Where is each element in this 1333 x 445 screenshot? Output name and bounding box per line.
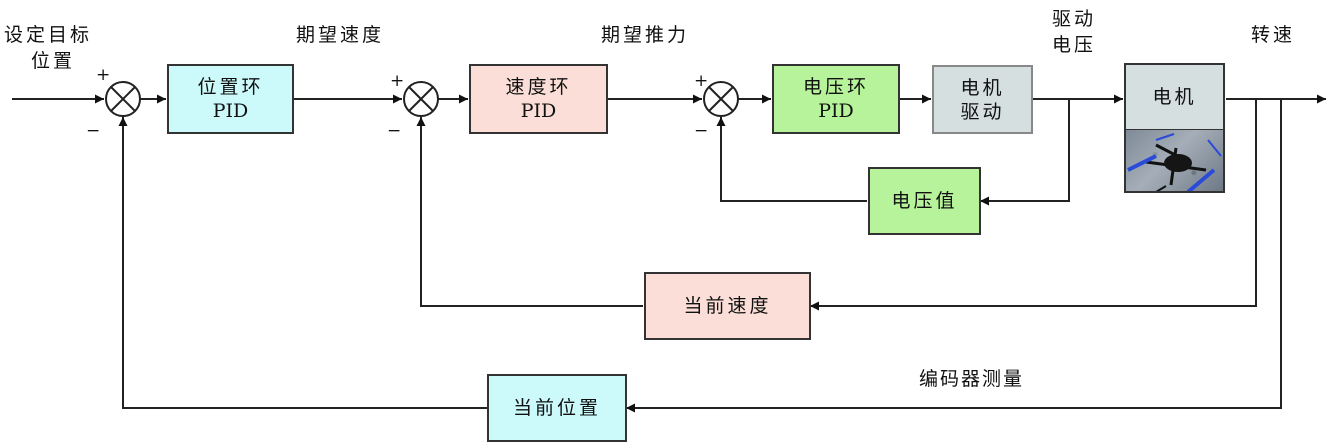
speed-feedback-label: 当前速度 [683, 295, 772, 317]
encoder-measure-label: 编码器测量 [919, 368, 1025, 390]
motor-label: 电机 [1152, 86, 1197, 108]
position-pid-subtitle: PID [212, 100, 249, 122]
position-feedback-pick [626, 99, 1282, 413]
position-feedback-label: 当前位置 [512, 397, 601, 419]
input-label-line2: 位置 [31, 50, 76, 72]
position-feedback-return [118, 117, 487, 409]
sum3-minus-sign: − [694, 121, 709, 141]
voltage-pid-block: 电压环 PID [772, 64, 900, 134]
desired-thrust-label: 期望推力 [601, 24, 690, 46]
speed-feedback-pick [810, 99, 1257, 311]
summing-junction-1 [105, 81, 141, 117]
voltage-pid-title: 电压环 [802, 76, 869, 98]
sum1-minus-sign: − [86, 121, 101, 141]
motor-driver-line2: 驱动 [960, 100, 1005, 123]
speed-pid-subtitle: PID [520, 100, 557, 122]
motor-driver-block: 电机 驱动 [932, 65, 1033, 134]
voltage-feedback-label: 电压值 [891, 190, 958, 212]
sum1-plus-sign: + [96, 65, 111, 85]
rotation-speed-label: 转速 [1251, 24, 1296, 46]
desired-speed-label: 期望速度 [296, 24, 385, 46]
voltage-pid-subtitle: PID [818, 100, 854, 122]
position-pid-title: 位置环 [197, 76, 264, 98]
input-label-line1: 设定目标 [4, 24, 93, 46]
drone-icon [1127, 133, 1222, 191]
voltage-feedback-block: 电压值 [868, 167, 981, 235]
voltage-feedback-pick [980, 99, 1070, 206]
quadcopter-drone-photo [1124, 129, 1225, 193]
speed-feedback-block: 当前速度 [644, 272, 811, 340]
summing-junction-2 [403, 81, 439, 117]
sum3-plus-sign: + [694, 71, 709, 91]
sum2-minus-sign: − [387, 121, 402, 141]
speed-pid-title: 速度环 [505, 76, 572, 98]
sum2-plus-sign: + [390, 71, 405, 91]
summing-junction-3 [703, 81, 739, 117]
speed-feedback-return [416, 117, 643, 307]
drive-voltage-label-line2: 电压 [1052, 34, 1097, 56]
speed-pid-block: 速度环 PID [469, 64, 608, 134]
voltage-feedback-return [716, 117, 867, 202]
motor-driver-line1: 电机 [960, 76, 1005, 99]
position-feedback-block: 当前位置 [487, 374, 627, 442]
drive-voltage-label-line1: 驱动 [1052, 8, 1097, 30]
position-pid-block: 位置环 PID [167, 64, 294, 134]
motor-block: 电机 [1124, 63, 1225, 130]
